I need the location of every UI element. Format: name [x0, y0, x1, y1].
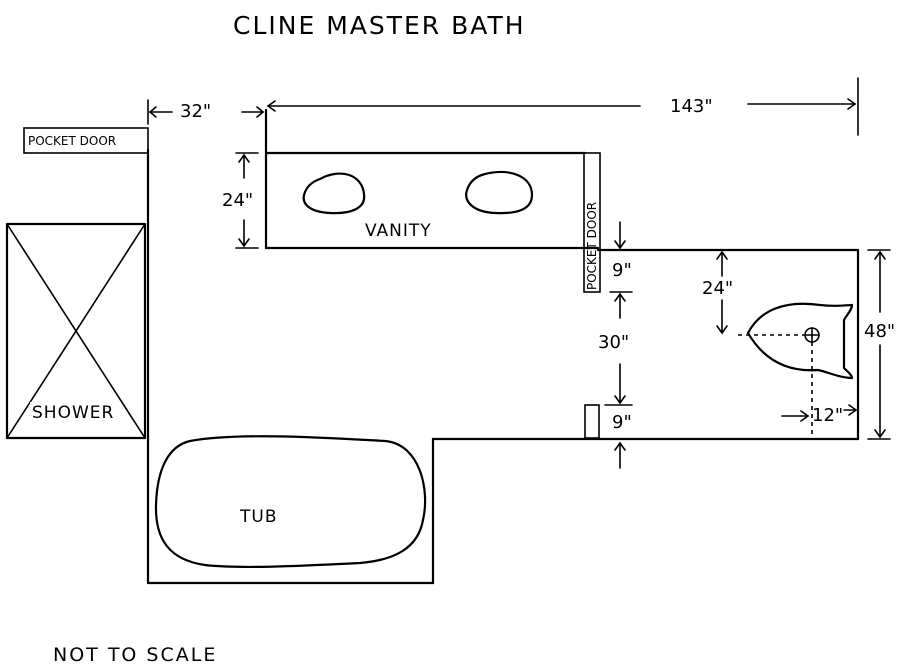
- dim-wall-length: 143": [670, 96, 713, 117]
- pocket-door-vertical-label: POCKET DOOR: [585, 202, 599, 290]
- dim-alcove-width: 48": [864, 321, 895, 342]
- dim-toilet-offset: 12": [812, 405, 843, 426]
- scale-note: NOT TO SCALE: [53, 644, 217, 666]
- pocket-door-top: POCKET DOOR: [23, 127, 149, 154]
- dimensions: 32" 143" 24" 9" 30" 9": [147, 77, 895, 469]
- tub-label: TUB: [239, 507, 278, 527]
- dim-toilet-centerline: 24": [702, 278, 733, 299]
- right-sink-icon: [465, 170, 534, 215]
- dim-opening: 30": [598, 332, 629, 353]
- tub: TUB: [154, 435, 427, 569]
- dim-pocket-door-offset: 9": [612, 260, 632, 281]
- pocket-door-vertical: POCKET DOOR: [583, 152, 601, 293]
- vanity: VANITY: [302, 170, 534, 241]
- toilet-icon: [746, 302, 854, 380]
- shower: SHOWER: [5, 222, 147, 440]
- dim-door-gap: 32": [180, 101, 211, 122]
- toilet: [738, 302, 854, 436]
- dim-vanity-depth: 24": [222, 190, 253, 211]
- left-sink-icon: [302, 172, 366, 215]
- dim-lower-offset: 9": [612, 412, 632, 433]
- door-jamb-post: [584, 404, 600, 439]
- shower-label: SHOWER: [32, 403, 114, 423]
- vanity-label: VANITY: [365, 221, 432, 241]
- walls: [146, 108, 860, 585]
- plan-title: CLINE MASTER BATH: [233, 11, 526, 40]
- pocket-door-top-label: POCKET DOOR: [28, 134, 116, 148]
